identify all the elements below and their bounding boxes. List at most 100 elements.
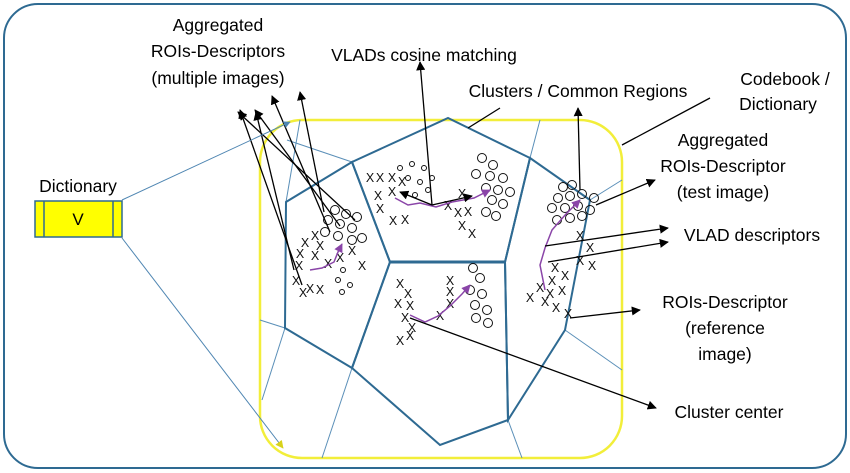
cross-marker-left-16: X bbox=[301, 236, 310, 250]
circle-marker-right-43 bbox=[567, 180, 577, 190]
cross-marker-top-11: X bbox=[454, 206, 463, 220]
cross-marker-right-47: X bbox=[548, 274, 557, 288]
circle-marker-left-33 bbox=[339, 289, 345, 295]
circle-marker-left-28 bbox=[347, 235, 357, 245]
circle-marker-left-21 bbox=[341, 209, 351, 219]
cross-marker-left-26: X bbox=[306, 282, 315, 296]
circle-marker-right-51 bbox=[585, 205, 595, 215]
label-codebook-2: Dictionary bbox=[739, 94, 817, 114]
circle-marker-left-31 bbox=[335, 277, 341, 283]
circle-marker-left-24 bbox=[335, 219, 345, 229]
dictionary-projection bbox=[121, 121, 291, 449]
cross-marker-top-9: X bbox=[458, 187, 467, 201]
cross-marker-right-49: X bbox=[546, 287, 555, 301]
circle-marker-left-32 bbox=[347, 282, 353, 288]
label-aggregated-test-1: Aggregated bbox=[678, 130, 769, 150]
cross-marker-right-52: X bbox=[541, 295, 550, 309]
cross-marker-right-44: X bbox=[588, 259, 597, 273]
cross-marker-bottom-40: X bbox=[406, 329, 415, 343]
cross-marker-top-1: X bbox=[376, 171, 385, 185]
vlad-path-bottom bbox=[409, 284, 471, 323]
circle-marker-bottom-34 bbox=[468, 263, 478, 273]
circle-marker-top-10 bbox=[471, 169, 481, 179]
outer-frame bbox=[3, 3, 847, 469]
vlad-path-right bbox=[539, 199, 581, 291]
cross-marker-top-6: X bbox=[376, 202, 385, 216]
circle-marker-right-54 bbox=[577, 211, 587, 221]
label-rois-reference-2: (reference bbox=[685, 318, 765, 338]
label-vlad-descriptors: VLAD descriptors bbox=[684, 225, 820, 245]
cross-marker-top-3: X bbox=[398, 175, 407, 189]
cross-marker-left-23: X bbox=[348, 244, 357, 258]
circle-marker-right-48 bbox=[547, 203, 557, 213]
circle-marker-top-11 bbox=[485, 171, 495, 181]
label-aggregated-multi-1: Aggregated bbox=[173, 15, 264, 35]
cross-marker-left-21: X bbox=[295, 259, 304, 273]
cross-marker-right-53: X bbox=[552, 301, 561, 315]
cross-marker-left-19: X bbox=[311, 249, 320, 263]
label-aggregated-multi-2: ROIs-Descriptors bbox=[151, 41, 285, 61]
cross-marker-left-27: X bbox=[316, 283, 325, 297]
cross-marker-bottom-37: X bbox=[401, 311, 410, 325]
circle-marker-top-0 bbox=[397, 165, 403, 171]
circle-marker-left-27 bbox=[333, 231, 343, 241]
cross-marker-top-7: X bbox=[389, 214, 398, 228]
vlad-path-left bbox=[309, 243, 343, 271]
cross-marker-right-43: X bbox=[576, 254, 585, 268]
cross-marker-bottom-35: X bbox=[446, 297, 455, 311]
circle-marker-top-17 bbox=[498, 199, 508, 209]
circle-marker-top-9 bbox=[488, 160, 498, 170]
cross-marker-right-46: X bbox=[561, 269, 570, 283]
label-rois-reference-3: image) bbox=[698, 344, 752, 364]
circle-marker-left-20 bbox=[330, 205, 340, 215]
cross-marker-left-25: X bbox=[292, 274, 301, 288]
circle-marker-right-46 bbox=[577, 189, 587, 199]
cell-left bbox=[283, 160, 392, 370]
cross-marker-bottom-31: X bbox=[394, 297, 403, 311]
cross-marker-top-5: X bbox=[388, 185, 397, 199]
circle-marker-right-44 bbox=[553, 193, 563, 203]
cross-marker-bottom-38: X bbox=[408, 321, 417, 335]
circle-marker-top-8 bbox=[477, 153, 487, 163]
annotation-arrows bbox=[237, 61, 711, 410]
circle-marker-left-29 bbox=[357, 233, 367, 243]
voronoi-outer-lines bbox=[259, 119, 623, 459]
circle-marker-right-53 bbox=[565, 213, 575, 223]
cross-marker-top-14: X bbox=[468, 227, 477, 241]
circle-marker-right-49 bbox=[560, 203, 570, 213]
label-rois-reference-1: ROIs-Descriptor bbox=[662, 292, 788, 312]
circle-marker-top-18 bbox=[481, 207, 491, 217]
cross-marker-right-42: X bbox=[586, 241, 595, 255]
circle-marker-top-14 bbox=[493, 185, 503, 195]
cross-marker-left-22: X bbox=[336, 251, 345, 265]
cross-marker-bottom-30: X bbox=[404, 287, 413, 301]
circle-marker-bottom-36 bbox=[465, 285, 475, 295]
circle-marker-top-6 bbox=[425, 187, 431, 193]
label-clusters: Clusters / Common Regions bbox=[469, 81, 688, 101]
circle-marker-top-2 bbox=[421, 165, 427, 171]
cell-right bbox=[503, 156, 592, 424]
label-aggregated-test-2: ROIs-Descriptor bbox=[660, 156, 786, 176]
cross-marker-bottom-34: X bbox=[446, 285, 455, 299]
cross-marker-top-2: X bbox=[388, 171, 397, 185]
cross-marker-left-24: X bbox=[358, 259, 367, 273]
cross-marker-top-4: X bbox=[374, 189, 383, 203]
vlad-paths bbox=[309, 189, 581, 323]
cross-marker-right-51: X bbox=[526, 291, 535, 305]
cross-marker-right-54: X bbox=[564, 307, 573, 321]
circle-marker-bottom-40 bbox=[471, 313, 481, 323]
label-dictionary: Dictionary bbox=[39, 176, 117, 196]
cross-marker-right-48: X bbox=[536, 281, 545, 295]
circle-marker-top-4 bbox=[417, 179, 423, 185]
circle-marker-left-23 bbox=[323, 215, 333, 225]
circle-marker-right-45 bbox=[565, 191, 575, 201]
circle-marker-left-25 bbox=[347, 223, 357, 233]
label-cluster-center: Cluster center bbox=[675, 402, 784, 422]
cross-marker-right-50: X bbox=[558, 284, 567, 298]
circle-marker-bottom-39 bbox=[482, 305, 492, 315]
cross-marker-bottom-32: X bbox=[406, 299, 415, 313]
circle-marker-bottom-41 bbox=[483, 318, 493, 328]
cross-marker-top-13: X bbox=[458, 219, 467, 233]
